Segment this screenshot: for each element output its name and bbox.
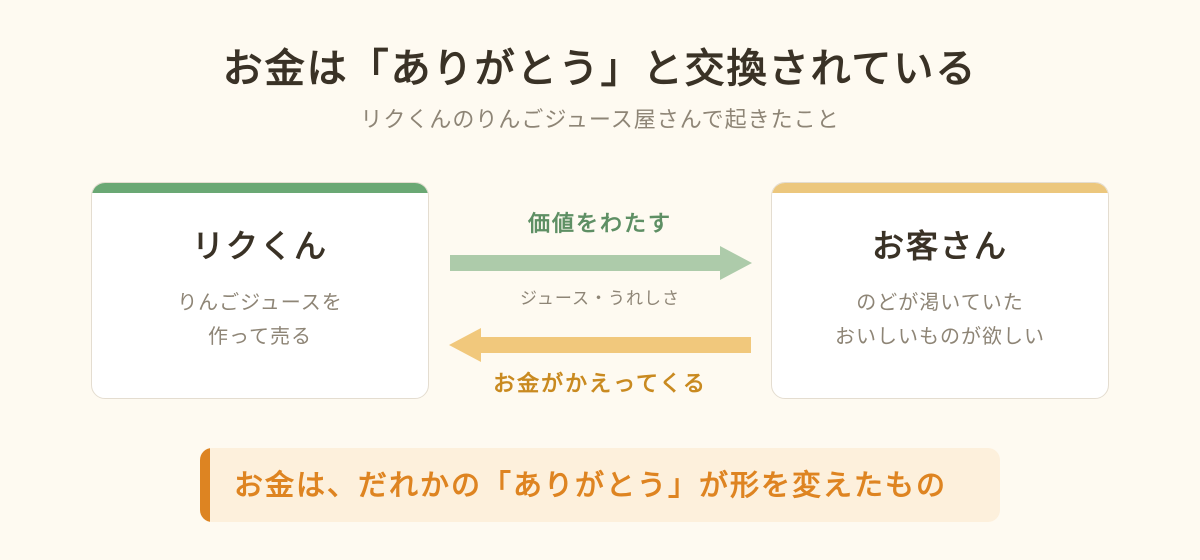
riku-card: リクくん りんごジュースを 作って売る [91,182,429,399]
give-value-label: 価値をわたす [527,212,672,237]
riku-card-desc-line1: りんごジュースを [177,290,343,314]
summary-callout: お金は、だれかの「ありがとう」が形を変えたもの [200,448,1000,522]
customer-card-description: のどが渇いていた おいしいものが欲しい [772,285,1108,353]
customer-card-desc-line2: おいしいものが欲しい [835,324,1045,348]
riku-card-description: りんごジュースを 作って売る [92,285,428,353]
summary-text: お金は、だれかの「ありがとう」が形を変えたもの [234,468,948,502]
give-arrow-right-icon [450,246,752,280]
riku-card-name: リクくん [191,227,328,265]
page-title: お金は「ありがとう」と交換されている [222,46,978,92]
customer-card-desc-line1: のどが渇いていた [856,290,1024,314]
riku-card-desc-line2: 作って売る [208,324,312,348]
money-return-label: お金がかえってくる [493,372,707,397]
summary-accent-bar [200,448,210,522]
return-arrow-left-icon [449,328,751,362]
page-subtitle: リクくんのりんごジュース屋さんで起きたこと [360,108,840,133]
give-value-sublabel: ジュース・うれしさ [520,289,680,309]
riku-card-accent-bar [92,183,428,193]
customer-card-name: お客さん [871,227,1008,265]
customer-card-accent-bar [772,183,1108,193]
customer-card: お客さん のどが渇いていた おいしいものが欲しい [771,182,1109,399]
